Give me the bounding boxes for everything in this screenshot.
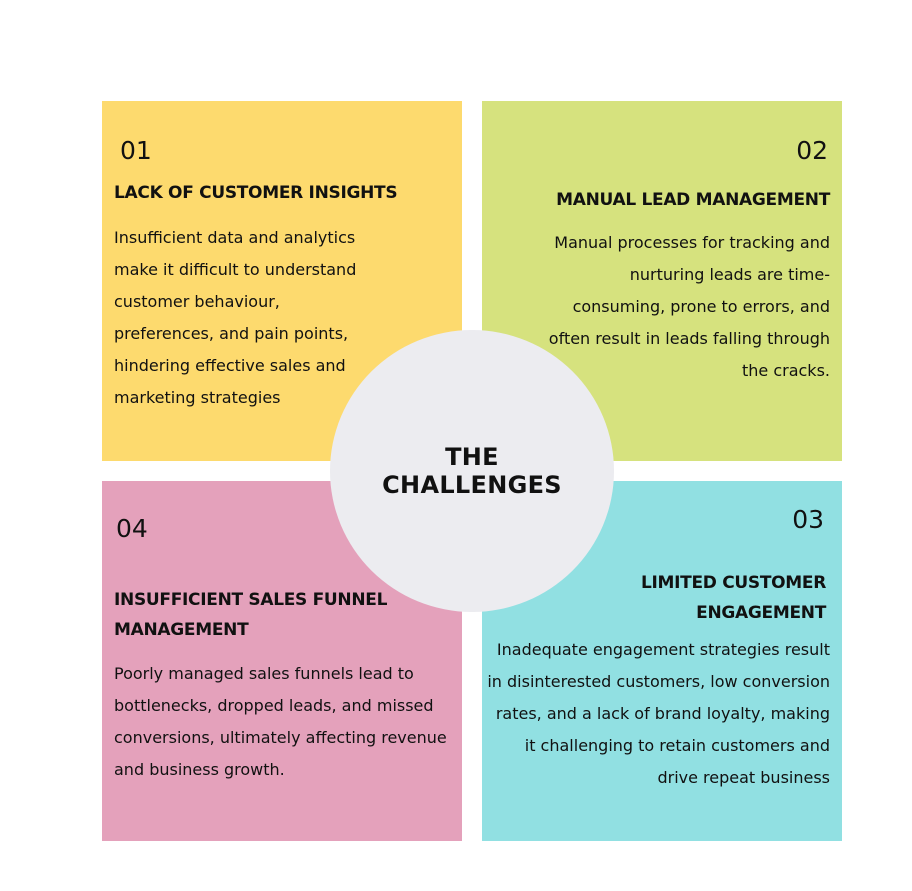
center-circle: THE CHALLENGES (330, 330, 614, 612)
challenge-description: Manual processes for tracking and nurtur… (548, 233, 830, 380)
challenge-title: LIMITED CUSTOMER ENGAGEMENT (640, 573, 826, 623)
challenge-title: MANUAL LEAD MANAGEMENT (556, 190, 830, 210)
challenge-number: 01 (120, 136, 152, 165)
center-title: THE CHALLENGES (382, 443, 562, 499)
challenge-description: Poorly managed sales funnels lead to bot… (114, 664, 447, 779)
challenge-description: Insufficient data and analytics make it … (114, 228, 357, 407)
challenge-card-2: 02 MANUAL LEAD MANAGEMENT Manual process… (482, 101, 842, 461)
challenge-description: Inadequate engagement strategies result … (487, 640, 830, 787)
challenge-title: LACK OF CUSTOMER INSIGHTS (114, 183, 398, 203)
challenge-card-1: 01 LACK OF CUSTOMER INSIGHTS Insufficien… (102, 101, 462, 461)
challenge-number: 04 (116, 514, 148, 543)
challenge-title: INSUFFICIENT SALES FUNNEL MANAGEMENT (114, 590, 388, 640)
challenge-number: 02 (796, 136, 828, 165)
challenge-number: 03 (792, 505, 824, 534)
